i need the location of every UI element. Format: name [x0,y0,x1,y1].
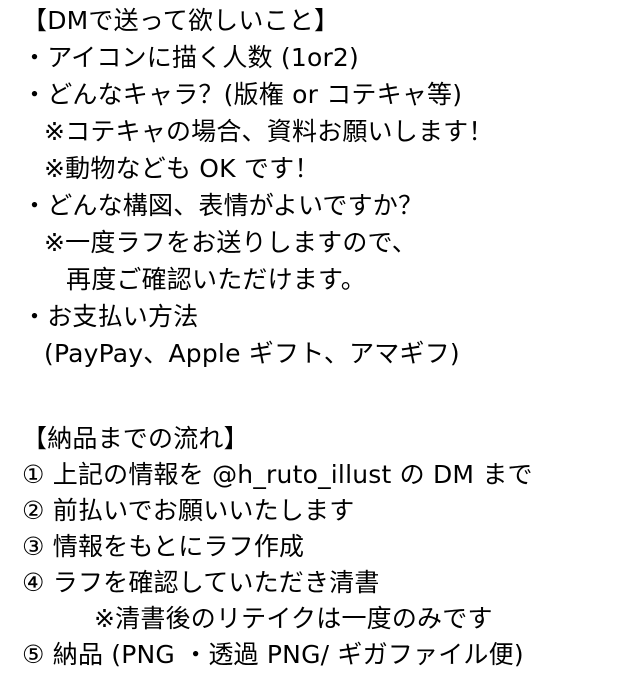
flow-heading: 【納品までの流れ】 [22,424,249,453]
flow-step-1: ① 上記の情報を @h_ruto_illust の DM まで [22,460,533,489]
flow-step-4-note: ※清書後のリテイクは一度のみです [94,604,493,633]
request-item-composition: ・どんな構図、表情がよいですか？ [22,191,424,220]
request-note-rough-1: ※一度ラフをお送りしますので、 [44,228,417,257]
request-note-animals: ※動物なども OK です！ [44,154,320,183]
flow-step-5: ⑤ 納品 (PNG ・透過 PNG/ ギガファイル便) [22,640,524,669]
flow-step-2: ② 前払いでお願いいたします [22,496,355,525]
flow-step-3: ③ 情報をもとにラフ作成 [22,532,305,561]
request-item-payment: ・お支払い方法 [22,302,199,331]
request-payment-methods: (PayPay、Apple ギフト、アマギフ) [44,339,460,368]
request-item-character: ・どんなキャラ？(版権 or コテキャ等) [22,80,463,109]
request-note-rough-2: 再度ご確認いただけます。 [66,265,366,294]
request-note-reference: ※コテキャの場合、資料お願いします！ [44,117,494,146]
request-item-people-count: ・アイコンに描く人数 (1or2) [22,43,359,72]
flow-step-4: ④ ラフを確認していただき清書 [22,568,380,597]
request-heading: 【DMで送って欲しいこと】 [22,6,340,35]
